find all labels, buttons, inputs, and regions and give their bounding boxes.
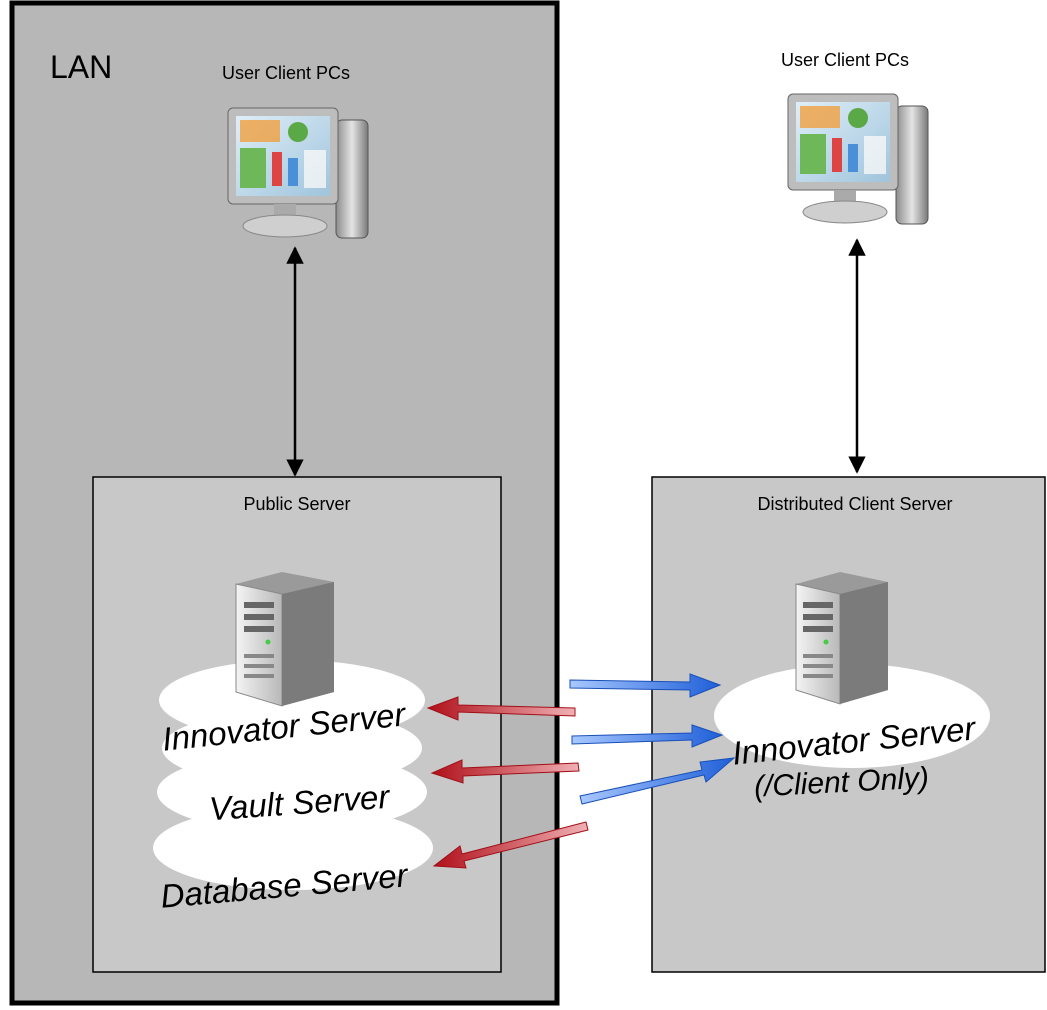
red-arrow-database (432, 821, 589, 869)
blue-arrow-bottom (579, 757, 736, 805)
distributed-server-title: Distributed Client Server (757, 494, 952, 514)
red-arrow-innovator (426, 696, 576, 721)
red-arrow-vault (430, 759, 580, 784)
public-server-tower-icon (235, 572, 334, 707)
right-client-pc-icon (787, 93, 929, 225)
incoming-arrows (569, 673, 736, 805)
left-client-pc-icon (227, 107, 369, 239)
outgoing-arrows (426, 696, 589, 869)
blue-arrow-top (569, 673, 722, 698)
lan-label: LAN (50, 49, 112, 85)
public-server-stack (153, 660, 433, 890)
distributed-server-cloud (714, 664, 990, 768)
public-server-title: Public Server (243, 494, 350, 514)
distributed-server-tower-icon (795, 572, 888, 705)
blue-arrow-middle (571, 724, 724, 748)
left-clients-label: User Client PCs (222, 63, 350, 83)
right-clients-label: User Client PCs (781, 50, 909, 70)
